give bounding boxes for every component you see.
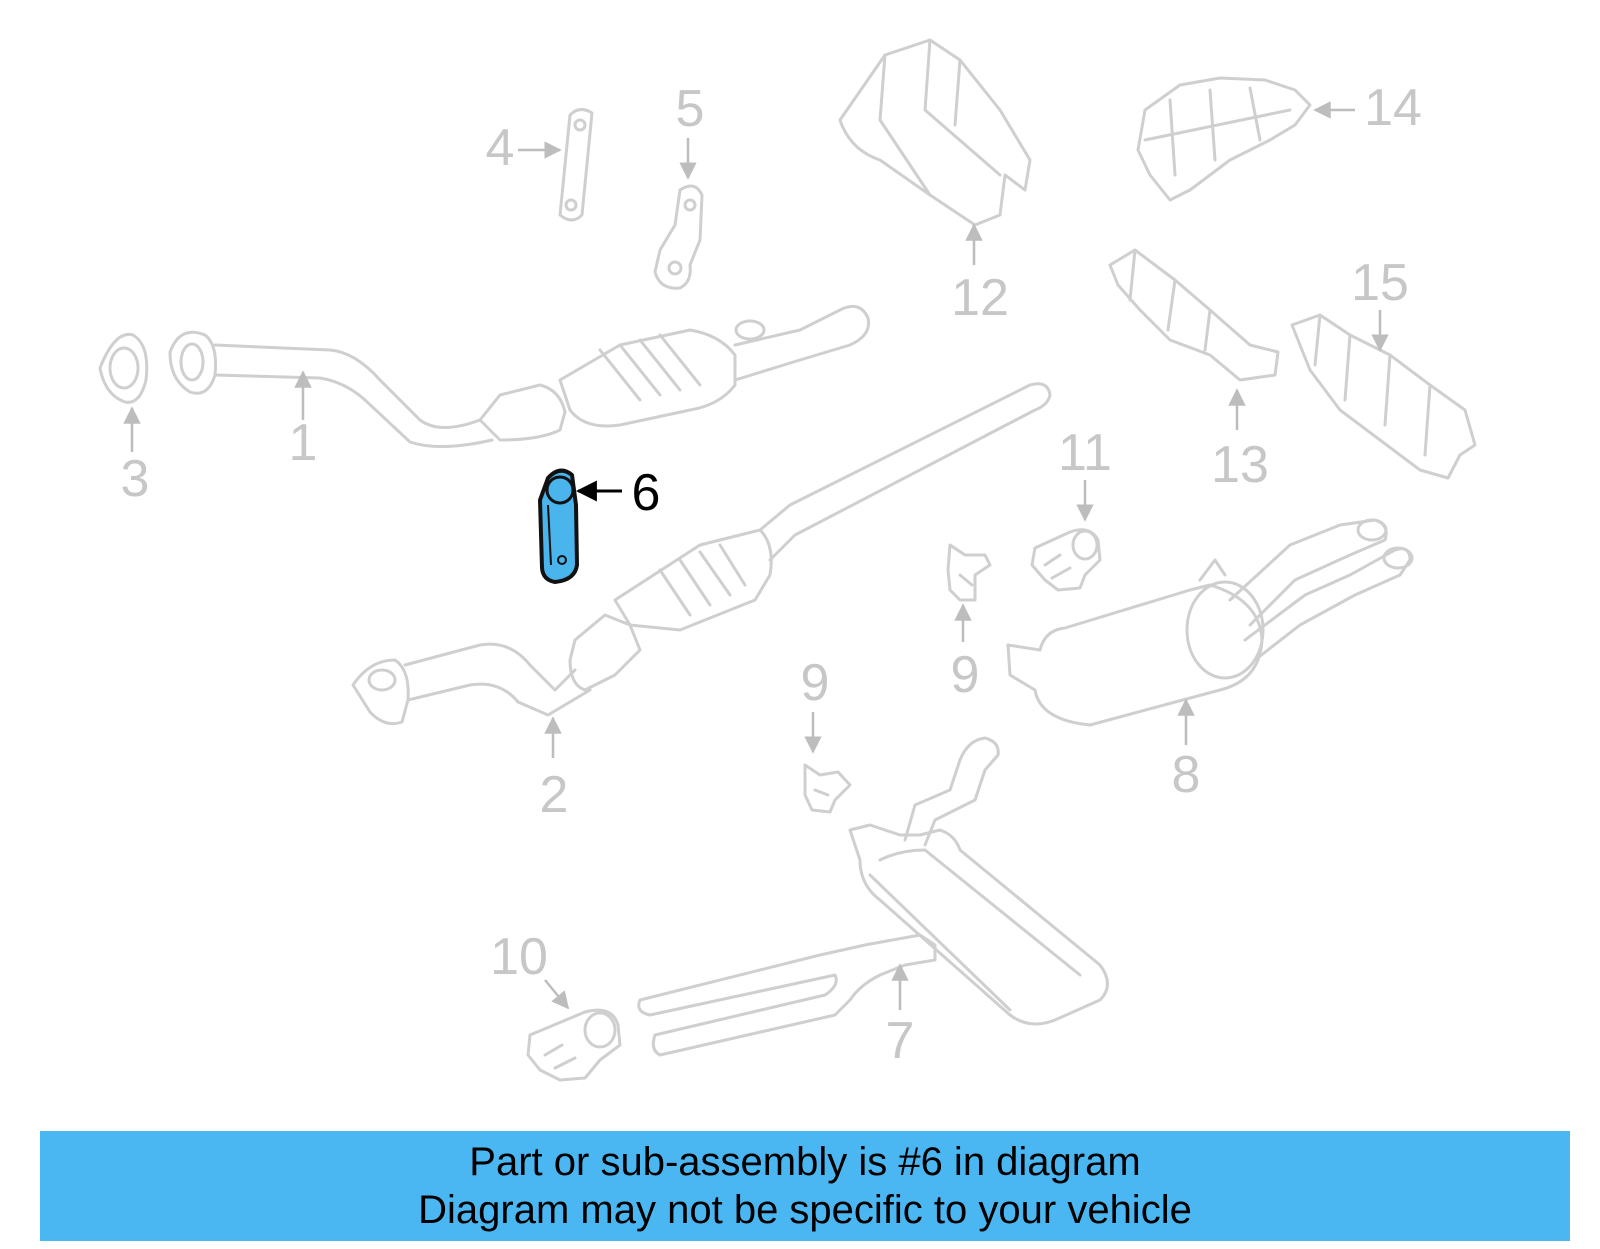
callout-arrows — [123, 101, 1389, 1010]
callout-2: 2 — [540, 766, 569, 824]
part-5-bracket — [653, 184, 704, 290]
callout-10: 10 — [490, 928, 548, 986]
callout-labels: 1 2 3 4 5 6 7 8 9 9 10 11 12 13 14 15 — [121, 79, 1422, 1070]
part-13-heat-shield — [1108, 248, 1280, 382]
callout-3: 3 — [121, 450, 150, 508]
part-4-strap — [558, 108, 594, 222]
part-12-heat-shield — [838, 38, 1032, 227]
part-10-clamp — [526, 1008, 622, 1082]
part-14-heat-shield — [1136, 76, 1312, 202]
callout-15: 15 — [1351, 254, 1409, 312]
callout-12: 12 — [951, 269, 1009, 327]
callout-9-lower: 9 — [801, 654, 830, 712]
part-9-clip-lower — [803, 763, 852, 814]
callout-7: 7 — [886, 1012, 915, 1070]
banner-line-2: Diagram may not be specific to your vehi… — [418, 1188, 1192, 1232]
part-15-heat-shield — [1290, 313, 1477, 480]
info-banner: Part or sub-assembly is #6 in diagram Di… — [40, 1131, 1570, 1241]
callout-9-upper: 9 — [951, 646, 980, 704]
banner-line-1: Part or sub-assembly is #6 in diagram — [469, 1140, 1141, 1184]
part-11-clamp — [1030, 528, 1102, 592]
callout-4: 4 — [486, 119, 515, 177]
callout-14: 14 — [1364, 79, 1422, 137]
part-2-pipe-converter — [351, 382, 1052, 726]
part-1-front-pipe-converter — [168, 304, 871, 448]
part-8-muffler — [1006, 518, 1414, 727]
callout-13: 13 — [1211, 436, 1269, 494]
callout-6: 6 — [632, 464, 661, 522]
part-3-gasket — [98, 332, 149, 404]
callout-5: 5 — [676, 80, 705, 138]
part-9-clip-upper — [946, 543, 992, 602]
callout-11: 11 — [1058, 424, 1112, 482]
part-6-strap-highlighted[interactable] — [538, 468, 579, 584]
callout-8: 8 — [1172, 746, 1201, 804]
callout-1: 1 — [289, 414, 318, 472]
part-7-rear-muffler — [637, 736, 1109, 1057]
